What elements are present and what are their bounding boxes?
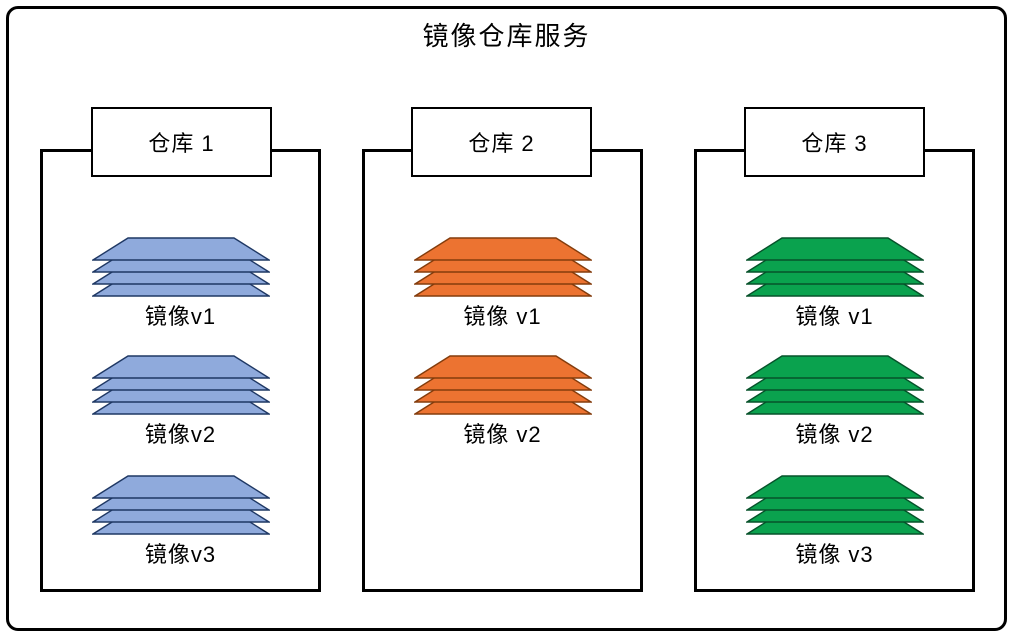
image-stack-icon	[91, 237, 270, 297]
repo-header-2: 仓库 2	[411, 107, 592, 177]
repo-container-3: 镜像 v1 镜像 v2 镜像 v3	[694, 149, 975, 592]
image-label: 镜像v3	[144, 542, 217, 567]
repo-name: 仓库 2	[468, 131, 535, 156]
repo-header-3: 仓库 3	[744, 107, 925, 177]
repo-header-1: 仓库 1	[91, 107, 272, 177]
image-layer	[745, 237, 924, 261]
image-stack-icon	[91, 355, 270, 415]
image-stack-icon	[745, 237, 924, 297]
image-label: 镜像 v2	[795, 422, 874, 447]
image-group-1-v3: 镜像v3	[43, 475, 318, 570]
image-stack-icon	[91, 475, 270, 535]
image-layer	[745, 355, 924, 379]
repo-container-1: 镜像v1 镜像v2 镜像v3	[40, 149, 321, 592]
repo-container-2: 镜像 v1 镜像 v2	[362, 149, 643, 592]
image-label: 镜像 v2	[463, 422, 542, 447]
image-stack-icon	[413, 355, 592, 415]
image-stack-icon	[745, 475, 924, 535]
image-layer	[91, 475, 270, 499]
image-label: 镜像v2	[144, 422, 217, 447]
image-stack-icon	[413, 237, 592, 297]
page-title: 镜像仓库服务	[422, 21, 591, 51]
image-stack-icon	[745, 355, 924, 415]
image-label: 镜像 v1	[463, 304, 542, 329]
image-label: 镜像 v3	[795, 542, 874, 567]
repo-name: 仓库 1	[148, 131, 215, 156]
image-label: 镜像 v1	[795, 304, 874, 329]
image-layer	[91, 355, 270, 379]
image-layer	[91, 237, 270, 261]
image-group-1-v2: 镜像v2	[43, 355, 318, 450]
image-group-2-v2: 镜像 v2	[365, 355, 640, 450]
image-group-3-v1: 镜像 v1	[697, 237, 972, 332]
image-layer	[745, 475, 924, 499]
image-label: 镜像v1	[144, 304, 217, 329]
image-layer	[413, 237, 592, 261]
image-group-3-v2: 镜像 v2	[697, 355, 972, 450]
image-group-2-v1: 镜像 v1	[365, 237, 640, 332]
image-group-3-v3: 镜像 v3	[697, 475, 972, 570]
repo-name: 仓库 3	[801, 131, 868, 156]
image-layer	[413, 355, 592, 379]
image-group-1-v1: 镜像v1	[43, 237, 318, 332]
